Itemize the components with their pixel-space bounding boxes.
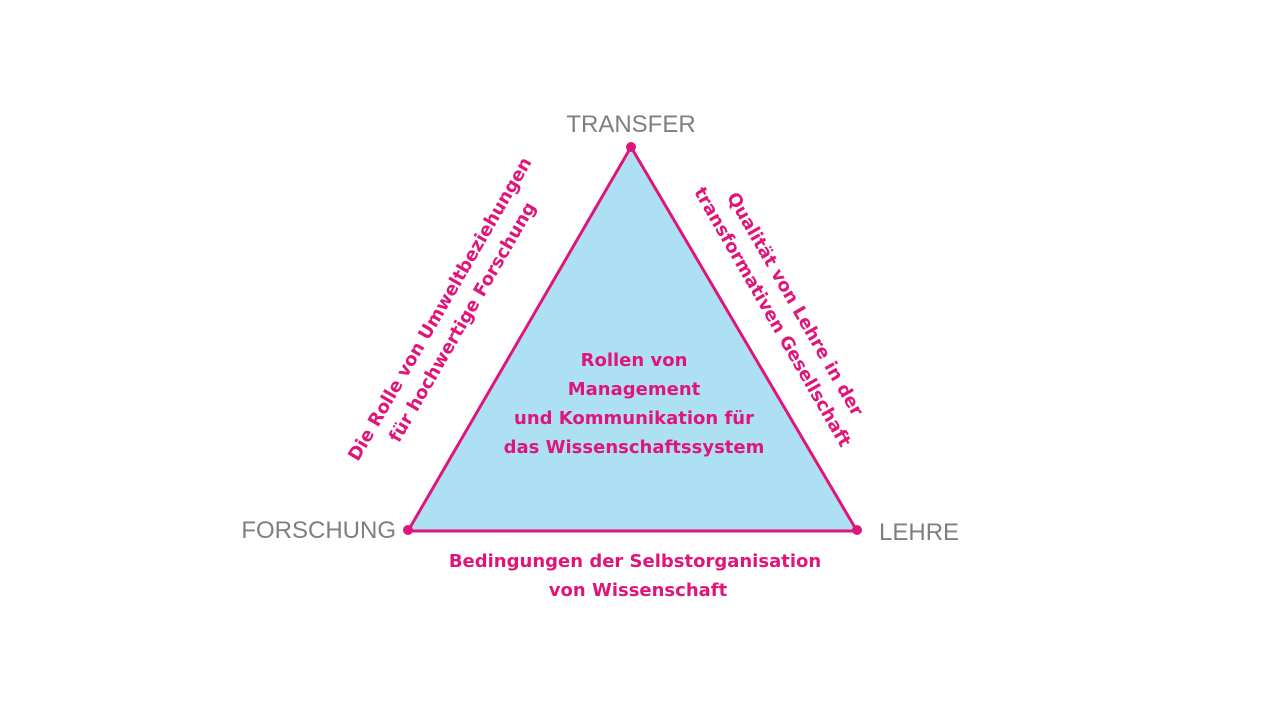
center-line: Rollen von bbox=[581, 350, 688, 371]
center-line: und Kommunikation für bbox=[514, 408, 754, 429]
bottom-edge-line: von Wissenschaft bbox=[549, 580, 728, 601]
bottom-edge-text: Bedingungen der Selbstorganisation von W… bbox=[449, 551, 821, 601]
triangle-shape bbox=[406, 145, 859, 533]
vertex-dot-bottom-right bbox=[852, 525, 862, 535]
vertex-dot-top bbox=[626, 142, 636, 152]
vertex-label-top: TRANSFER bbox=[566, 111, 695, 138]
vertex-dot-bottom-left bbox=[403, 525, 413, 535]
center-text: Rollen von Management und Kommunikation … bbox=[504, 350, 765, 458]
bottom-edge-line: Bedingungen der Selbstorganisation bbox=[449, 551, 821, 572]
vertex-label-bottom-right: LEHRE bbox=[879, 519, 959, 546]
vertex-label-bottom-left: FORSCHUNG bbox=[241, 517, 396, 544]
center-line: Management bbox=[568, 379, 701, 400]
center-line: das Wissenschaftssystem bbox=[504, 437, 765, 458]
